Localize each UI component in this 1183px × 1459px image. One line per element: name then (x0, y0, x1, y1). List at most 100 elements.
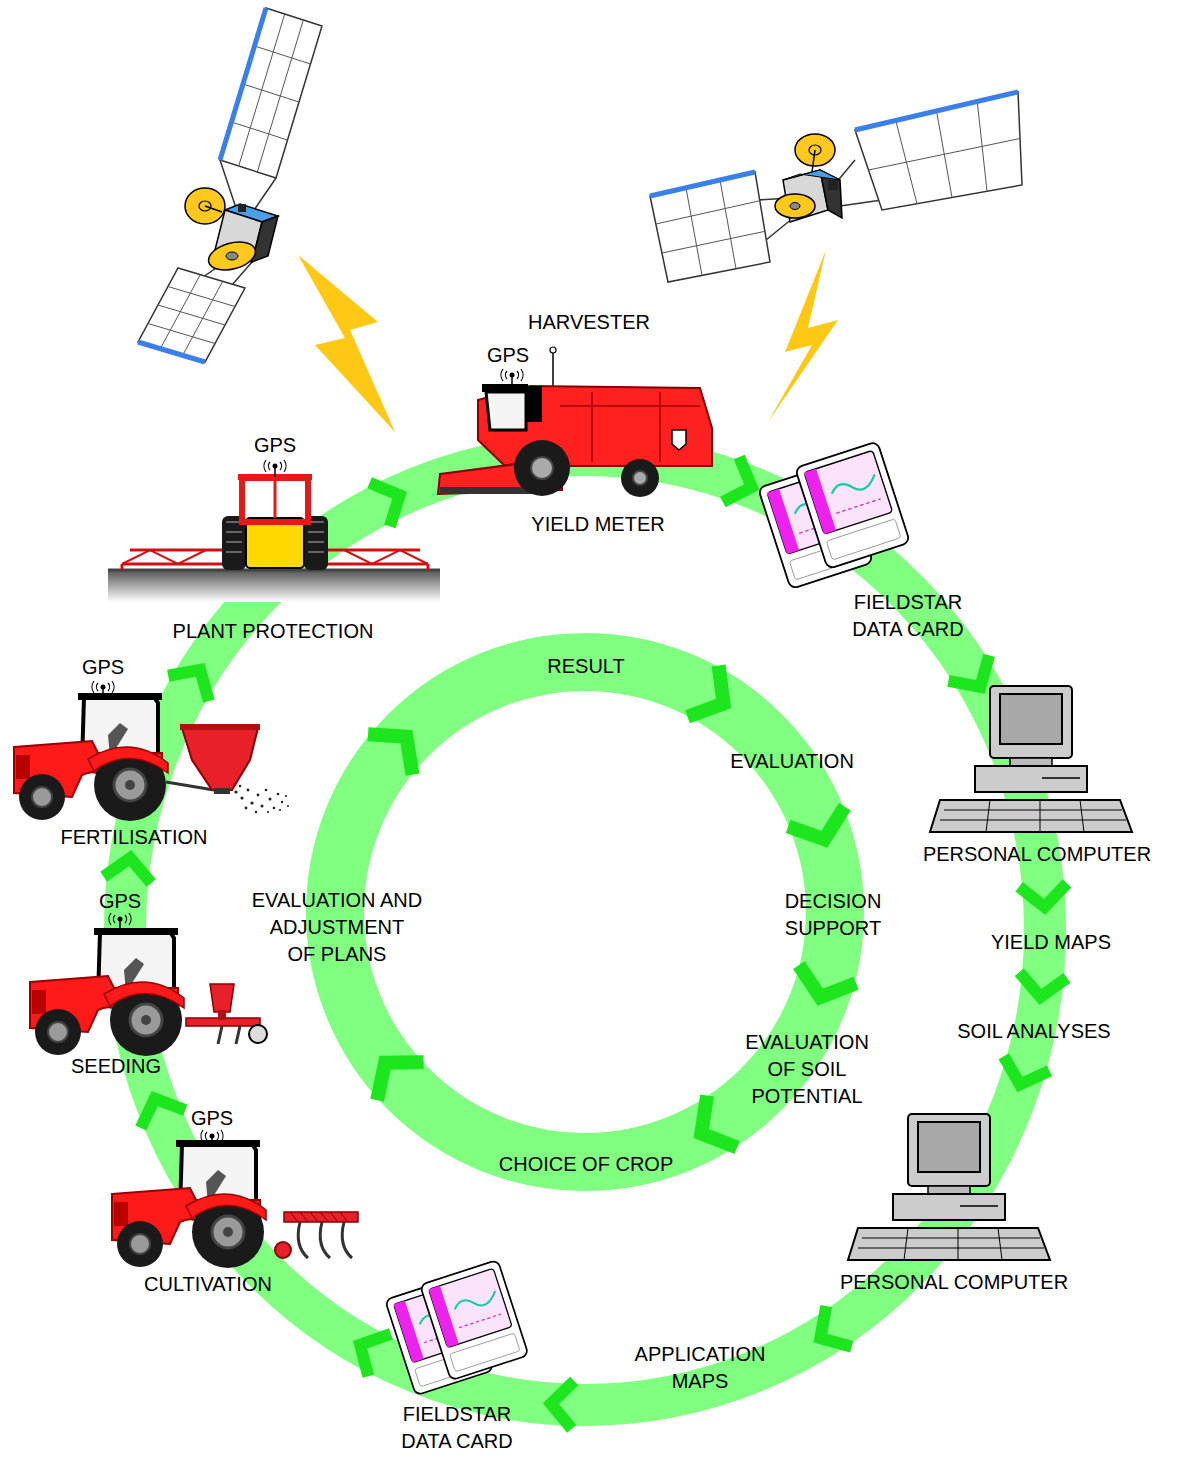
sprayer-tractor (121, 564, 124, 570)
fertiliser-spreader (250, 801, 253, 804)
flow-chevron (104, 457, 1069, 1429)
harvester (478, 386, 712, 466)
tractor (30, 928, 184, 1056)
seed-drill (218, 1026, 240, 1044)
fertiliser-spreader (277, 793, 280, 796)
satellite (220, 8, 266, 160)
flow-chevron (723, 457, 760, 510)
satellite (220, 8, 322, 178)
seed-drill (210, 984, 234, 1012)
step-label: GPS (191, 1105, 233, 1132)
step-label: FIELDSTAR DATA CARD (852, 589, 964, 643)
flow-chevron (808, 1306, 852, 1358)
fertiliser-spreader (265, 789, 268, 792)
harvester (552, 352, 554, 388)
harvester (560, 392, 700, 462)
step-label: GPS (254, 432, 296, 459)
flow-chevron (687, 665, 739, 729)
flow-chevron (133, 1090, 186, 1128)
sprayer-tractor (427, 564, 430, 570)
satellite (855, 92, 1018, 130)
step-label: RESULT (547, 653, 624, 680)
flow-chevron (792, 965, 856, 1006)
step-label: APPLICATION MAPS (635, 1341, 766, 1395)
harvester (633, 471, 647, 485)
satellite (138, 268, 245, 362)
satellite (232, 14, 311, 172)
harvester (438, 347, 712, 497)
step-label: HARVESTER (528, 309, 650, 336)
flow-chevron (368, 717, 429, 775)
seed-drill (249, 1025, 267, 1043)
fertiliser-spreader (234, 790, 237, 793)
satellite (775, 194, 815, 218)
gps-antenna (109, 913, 131, 930)
gps-antenna (501, 369, 523, 386)
fertiliser-spreader (269, 798, 272, 801)
sprayer-tractor (108, 474, 440, 602)
satellite (869, 102, 1021, 204)
data-card (385, 441, 910, 1395)
satellite (185, 188, 225, 224)
satellite (656, 180, 765, 275)
step-label: CHOICE OF CROP (499, 1151, 673, 1178)
fertiliser-spreader (240, 796, 243, 799)
step-label: SOIL ANALYSES (957, 1018, 1110, 1045)
fertiliser-spreader (285, 795, 287, 797)
step-label: SEEDING (71, 1053, 161, 1080)
step-label: FERTILISATION (60, 824, 207, 851)
harvester (526, 386, 542, 422)
satellite (855, 92, 1022, 210)
satellite (828, 180, 838, 190)
signal-bolt (768, 250, 838, 422)
satellite (650, 92, 1022, 282)
flow-chevron (1017, 972, 1067, 1000)
seed-drill (186, 984, 267, 1044)
fertiliser-spreader (257, 794, 260, 797)
step-label: EVALUATION (730, 748, 854, 775)
sprayer-tractor (246, 518, 304, 568)
fertiliser-spreader (180, 724, 260, 730)
sprayer-tractor (108, 570, 440, 602)
harvester (486, 392, 526, 430)
flow-chevron (362, 1044, 424, 1101)
satellite (812, 150, 815, 172)
satellite (138, 8, 322, 362)
tractor (112, 1140, 266, 1268)
cultivator (275, 1242, 291, 1258)
satellite (148, 275, 235, 356)
flow-chevron (104, 855, 154, 883)
flow-chevron (370, 474, 410, 527)
flow-chevron (788, 807, 853, 849)
harvester (550, 347, 556, 353)
harvester (672, 430, 686, 450)
sprayer-tractor (274, 478, 277, 518)
tractor (14, 693, 168, 821)
flow-chevron (349, 1324, 391, 1377)
satellite (790, 203, 800, 210)
cultivator (275, 1212, 358, 1258)
harvester (514, 440, 570, 496)
step-label: PERSONAL COMPUTER (840, 1269, 1068, 1296)
cultivator (290, 1212, 348, 1222)
fertiliser-spreader (234, 785, 289, 814)
step-label: GPS (82, 654, 124, 681)
fertiliser-spreader (166, 724, 289, 813)
fertiliser-spreader (279, 809, 281, 811)
seed-drill (218, 1010, 226, 1020)
data-card (420, 1260, 529, 1381)
fertiliser-spreader (182, 728, 258, 790)
step-label: PERSONAL COMPUTER (923, 841, 1151, 868)
satellite (650, 172, 770, 282)
fertiliser-spreader (267, 811, 269, 813)
step-label: DECISION SUPPORT (785, 888, 882, 942)
personal-computer (848, 1114, 1050, 1260)
satellite (205, 206, 222, 212)
step-label: GPS (99, 888, 141, 915)
step-label: YIELD METER (531, 511, 664, 538)
satellite (138, 342, 205, 362)
cultivator (298, 1222, 352, 1258)
fertiliser-spreader (245, 807, 248, 810)
satellite (226, 252, 238, 260)
